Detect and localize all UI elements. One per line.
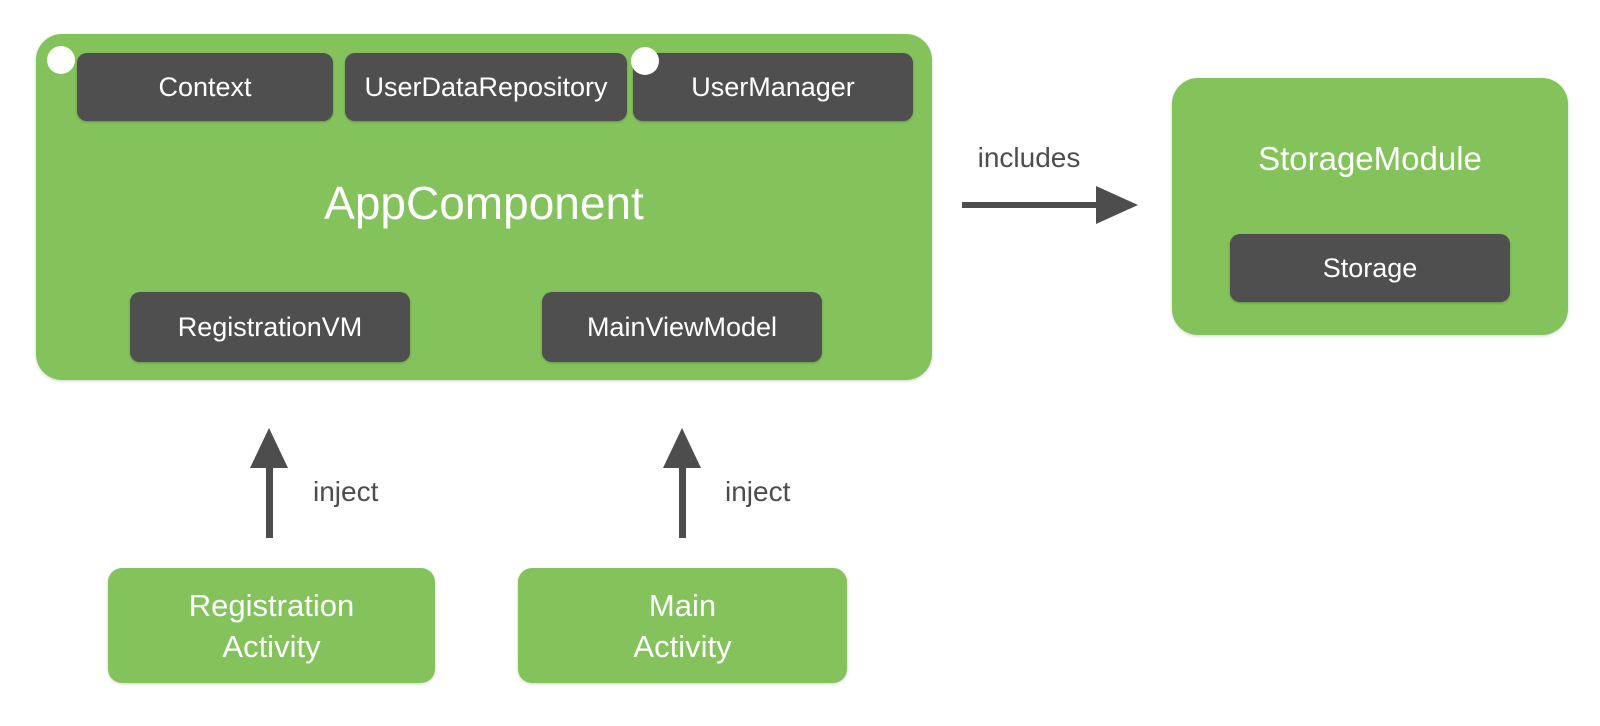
registration-activity-label-line1: Registration [188, 587, 355, 623]
scope-dot-icon [47, 46, 75, 74]
app-component-title: AppComponent [324, 177, 644, 229]
registration-vm-chip: RegistrationVM [130, 292, 410, 362]
includes-edge-label: includes [977, 142, 1081, 173]
user-data-repository-chip: UserDataRepository [345, 53, 627, 121]
includes-arrow-shaft [962, 202, 1096, 208]
inject-left-edge-label: inject [313, 476, 379, 507]
main-activity-label: Main Activity [633, 585, 731, 667]
inject-right-arrow-shaft [679, 464, 686, 538]
main-activity-label-line2: Activity [633, 628, 732, 664]
user-manager-chip-label: UserManager [691, 71, 855, 102]
context-chip: Context [77, 53, 333, 121]
storage-module-node: StorageModule Storage [1172, 78, 1568, 335]
storage-chip-label: Storage [1322, 252, 1418, 283]
registration-vm-chip-label: RegistrationVM [177, 311, 363, 342]
user-data-repository-chip-label: UserDataRepository [364, 71, 608, 102]
main-activity-label-line1: Main [648, 587, 717, 623]
inject-right-arrow-head-icon [663, 428, 701, 468]
main-activity-node: Main Activity [518, 568, 847, 683]
inject-left-arrow-head-icon [250, 428, 288, 468]
registration-activity-label: Registration Activity [189, 585, 354, 667]
app-component-node: Context UserDataRepository UserManager A… [36, 34, 932, 380]
inject-left-arrow-shaft [266, 464, 273, 538]
user-manager-chip: UserManager [633, 53, 913, 121]
main-view-model-chip-label: MainViewModel [586, 311, 778, 342]
registration-activity-label-line2: Activity [222, 628, 321, 664]
storage-module-title: StorageModule [1258, 140, 1482, 177]
main-view-model-chip: MainViewModel [542, 292, 822, 362]
registration-activity-node: Registration Activity [108, 568, 435, 683]
includes-arrow-head-icon [1096, 186, 1138, 224]
storage-chip: Storage [1230, 234, 1510, 302]
inject-right-edge-label: inject [725, 476, 791, 507]
context-chip-label: Context [158, 71, 252, 102]
scope-dot-icon [631, 47, 659, 75]
